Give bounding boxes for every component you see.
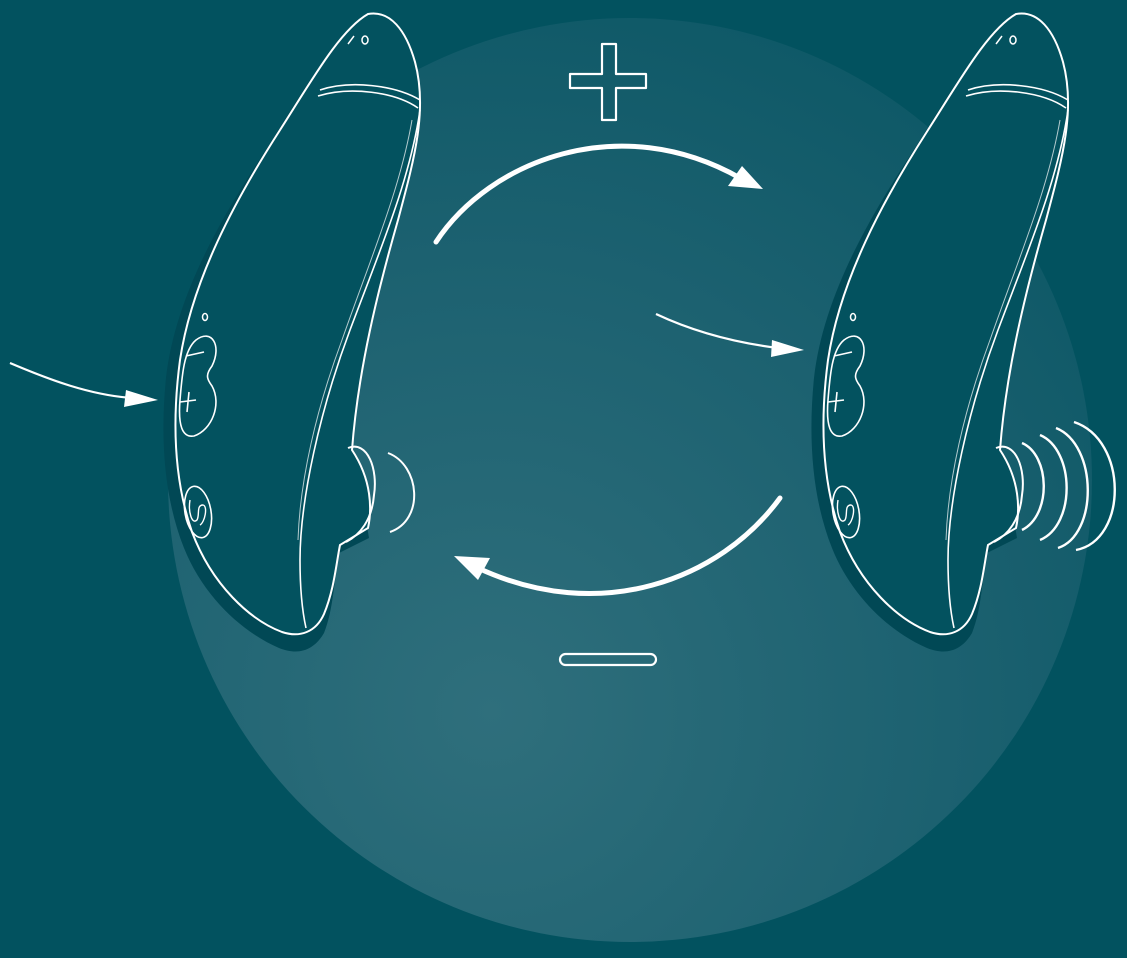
arrowhead-icon xyxy=(124,390,158,407)
pointer-arrow-icon xyxy=(10,363,132,398)
